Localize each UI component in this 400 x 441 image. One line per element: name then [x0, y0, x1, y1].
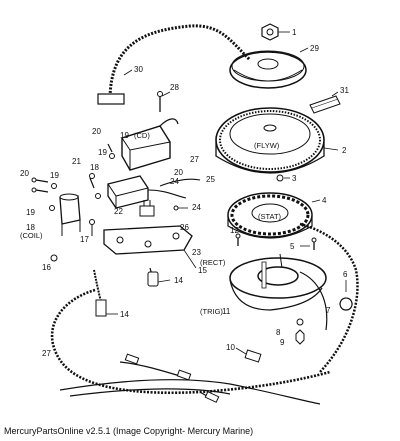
cd-module-part[interactable]: [121, 118, 179, 171]
callout-23: 23: [192, 248, 201, 257]
callout-29: 29: [310, 44, 319, 53]
callout-25: 25: [206, 175, 215, 184]
callout-20-a: 20: [20, 169, 29, 178]
callout-28: 28: [170, 83, 179, 92]
copyright-footer: MercuryPartsOnline v2.5.1 (Image Copyrig…: [4, 426, 254, 436]
screw-part[interactable]: [276, 174, 290, 182]
callout-18-coil: 18: [26, 223, 35, 232]
callout-31: 31: [340, 86, 349, 95]
screw-12-part[interactable]: [235, 233, 241, 246]
callout-9: 9: [280, 338, 285, 347]
flyw-label: (FLYW): [254, 141, 280, 150]
wire-harness-part[interactable]: [97, 24, 252, 105]
callout-14-left: 14: [120, 310, 129, 319]
callout-8: 8: [276, 328, 281, 337]
callout-10: 10: [226, 343, 235, 352]
callout-20-b: 20: [92, 127, 101, 136]
callout-4: 4: [322, 196, 327, 205]
screw-28-part[interactable]: [157, 91, 171, 113]
callout-11: 11: [222, 307, 231, 316]
coil-label: (COIL): [20, 231, 43, 240]
callout-15: 15: [198, 266, 207, 275]
callout-26: 26: [180, 223, 189, 232]
flywheel-cover-part[interactable]: [229, 47, 309, 89]
callout-2: 2: [342, 146, 347, 155]
callout-24-b: 24: [192, 203, 201, 212]
spark-plug-wire-left[interactable]: [93, 269, 118, 317]
callout-18-upper: 18: [90, 163, 99, 172]
callout-17: 17: [80, 235, 89, 244]
callout-30: 30: [134, 65, 143, 74]
callout-16: 16: [42, 263, 51, 272]
coil-ground-parts[interactable]: [50, 219, 95, 262]
callout-12: 12: [230, 226, 239, 235]
callout-20-c: 20: [174, 168, 183, 177]
cd-screws[interactable]: [89, 143, 115, 199]
callout-19-d: 19: [120, 131, 129, 140]
callout-19-b: 19: [50, 171, 59, 180]
cd-label: (CD): [134, 131, 150, 140]
callout-7: 7: [326, 306, 331, 315]
ignition-coil-part[interactable]: [59, 193, 81, 236]
screw-5-part[interactable]: [300, 237, 317, 250]
rect-label: (RECT): [200, 258, 226, 267]
callout-19-a: 19: [26, 208, 35, 217]
callout-22: 22: [114, 207, 123, 216]
lower-harness[interactable]: [50, 288, 331, 405]
flywheel-part[interactable]: [215, 107, 339, 174]
callout-21: 21: [72, 157, 81, 166]
terminal-block-part[interactable]: [139, 200, 155, 217]
washer-part[interactable]: [296, 318, 304, 326]
rectifier-part[interactable]: [107, 175, 149, 209]
callout-6: 6: [343, 270, 348, 279]
mounting-bracket-part[interactable]: [103, 225, 197, 269]
screw-9-part[interactable]: [295, 329, 305, 345]
cable-tie-part[interactable]: [235, 347, 262, 363]
callout-27-upper: 27: [190, 155, 199, 164]
trig-label: (TRIG): [200, 307, 223, 316]
stat-label: (STAT): [258, 212, 282, 221]
callout-5: 5: [290, 242, 295, 251]
strip-part[interactable]: [309, 91, 341, 114]
trigger-part[interactable]: [229, 253, 328, 331]
rectifier-leads[interactable]: [147, 178, 201, 211]
callout-19-c: 19: [98, 148, 107, 157]
callout-14-right: 14: [174, 276, 183, 285]
callout-24-a: 24: [170, 177, 179, 186]
clip-part[interactable]: [339, 280, 353, 311]
callout-27-lower: 27: [42, 349, 51, 358]
spark-plug-boot-right[interactable]: [147, 267, 171, 287]
nut-part[interactable]: [261, 23, 290, 41]
stator-part[interactable]: [227, 192, 359, 373]
callout-1: 1: [292, 28, 297, 37]
coil-screws[interactable]: [31, 177, 57, 211]
callout-3: 3: [292, 174, 297, 183]
